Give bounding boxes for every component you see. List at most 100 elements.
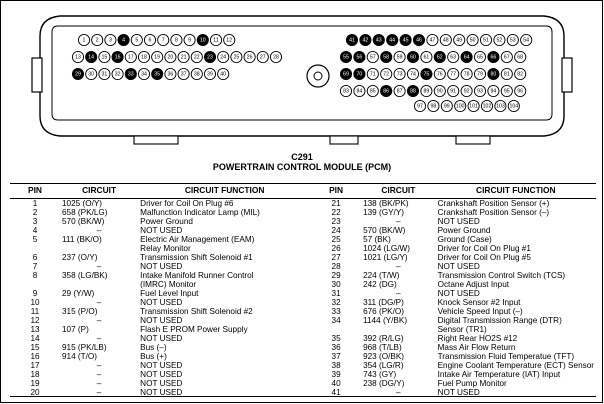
connector-pin xyxy=(209,33,223,47)
connector-pin xyxy=(111,50,124,64)
connector-pin xyxy=(466,33,479,47)
pin-cell: 9 xyxy=(32,289,38,298)
connector-pin-label: 7 xyxy=(162,37,165,43)
connector-pin-label: 33 xyxy=(128,71,134,77)
connector-pin-label: 84 xyxy=(357,88,363,94)
connector-pin xyxy=(190,50,203,64)
connector-pin xyxy=(447,67,460,81)
header-circuit-left: CIRCUIT xyxy=(59,183,139,199)
connector-pin xyxy=(454,99,467,113)
function-cell: Crankshaft Position Sensor (–) xyxy=(437,208,550,217)
circuit-cell: 1024 (LG/W) xyxy=(363,244,410,253)
connector-pin xyxy=(433,84,446,98)
connector-pin xyxy=(217,67,230,81)
circuit-cell: 138 (BK/PK) xyxy=(363,199,409,208)
pin-cell: 12 xyxy=(30,316,40,325)
function-cell: Right Rear HO2S #12 xyxy=(437,334,518,343)
connector-pin-label: 82 xyxy=(517,71,523,77)
connector-pin xyxy=(420,84,433,98)
connector-pin xyxy=(151,67,164,81)
function-cell: NOT USED xyxy=(437,262,480,271)
connector-pin-label: 37 xyxy=(181,71,187,77)
connector-pin xyxy=(514,84,527,98)
connector-pin-label: 46 xyxy=(416,37,422,43)
connector-pin xyxy=(269,50,283,64)
connector-pin-label: 12 xyxy=(226,37,232,43)
connector-pin-label: 5 xyxy=(135,37,138,43)
function-cell: Driver for Coil On Plug #1 xyxy=(437,244,531,253)
pin-cell: 17 xyxy=(30,361,40,370)
connector-pin-label: 57 xyxy=(370,54,376,60)
connector-pin-label: 39 xyxy=(207,71,213,77)
connector-pin xyxy=(256,50,269,64)
circuit-cell xyxy=(361,325,436,334)
pin-field-border xyxy=(51,25,553,121)
circuit-cell: 315 (P/O) xyxy=(61,307,98,316)
connector-pin xyxy=(406,67,420,81)
connector-pin xyxy=(137,67,151,81)
circuit-cell: 311 (DG/P) xyxy=(363,298,404,307)
connector-pin xyxy=(493,33,506,47)
connector-pin xyxy=(183,33,196,47)
connector-pin xyxy=(500,84,513,98)
circuit-cell: – xyxy=(96,361,102,370)
connector-pin-label: 47 xyxy=(430,37,436,43)
connector-pin-label: 4 xyxy=(122,37,125,43)
connector-pin-label: 9 xyxy=(188,37,191,43)
connector-pin xyxy=(487,84,500,98)
connector-pin xyxy=(196,33,209,47)
connector-pin-label: 22 xyxy=(194,54,200,60)
connector-pin-label: 81 xyxy=(504,71,510,77)
connector-pin xyxy=(164,67,177,81)
connector-pin-label: 64 xyxy=(464,54,470,60)
pin-cell: 40 xyxy=(331,379,341,388)
connector-pin xyxy=(399,33,412,47)
connector-pin xyxy=(460,84,473,98)
connector-pin-label: 42 xyxy=(363,37,369,43)
connector-pin xyxy=(453,33,466,47)
connector-pin-label: 29 xyxy=(75,71,81,77)
connector-pin xyxy=(353,67,366,81)
pin-cell: 6 xyxy=(32,253,38,262)
function-cell: Intake Manifold Runner Control xyxy=(140,271,254,280)
connector-pin xyxy=(440,99,453,113)
connector-pin xyxy=(366,67,379,81)
connector-pin xyxy=(137,50,151,64)
connector-title: POWERTRAIN CONTROL MODULE (PCM) xyxy=(212,162,392,172)
connector-pin-label: 87 xyxy=(397,88,403,94)
connector-pin xyxy=(460,50,473,64)
connector-pin-label: 50 xyxy=(470,37,476,43)
pin-cell: 35 xyxy=(331,334,341,343)
circuit-cell: 915 (PK/LB) xyxy=(61,343,107,352)
function-cell: (IMRC) Monitor xyxy=(140,280,197,289)
circuit-cell: – xyxy=(96,379,102,388)
connector-pin-label: 73 xyxy=(397,71,403,77)
circuit-cell: 968 (T/LB) xyxy=(363,343,402,352)
connector-pin-label: 104 xyxy=(509,103,518,109)
connector-pin-label: 65 xyxy=(477,54,483,60)
pin-cell: 38 xyxy=(331,361,341,370)
function-cell: NOT USED xyxy=(140,316,183,325)
circuit-cell: 743 (GY) xyxy=(363,370,397,379)
connector-pin-label: 38 xyxy=(194,71,200,77)
function-cell: Ground (Case) xyxy=(437,235,492,244)
connector-pin xyxy=(353,50,366,64)
connector-pin-label: 86 xyxy=(383,88,389,94)
circuit-cell: – xyxy=(96,262,102,271)
header-function-right: CIRCUIT FUNCTION xyxy=(435,183,596,199)
function-cell: Transmission Fluid Temperatue (TFT) xyxy=(437,352,575,361)
pin-cell: 2 xyxy=(32,208,38,217)
pin-cell: 14 xyxy=(30,334,40,343)
function-cell: Bus (–) xyxy=(140,343,167,352)
circuit-cell: 57 (BK) xyxy=(363,235,391,244)
function-cell: Electric Air Management (EAM) xyxy=(140,235,255,244)
circuit-cell: – xyxy=(96,334,102,343)
connector-pin-label: 95 xyxy=(504,88,510,94)
